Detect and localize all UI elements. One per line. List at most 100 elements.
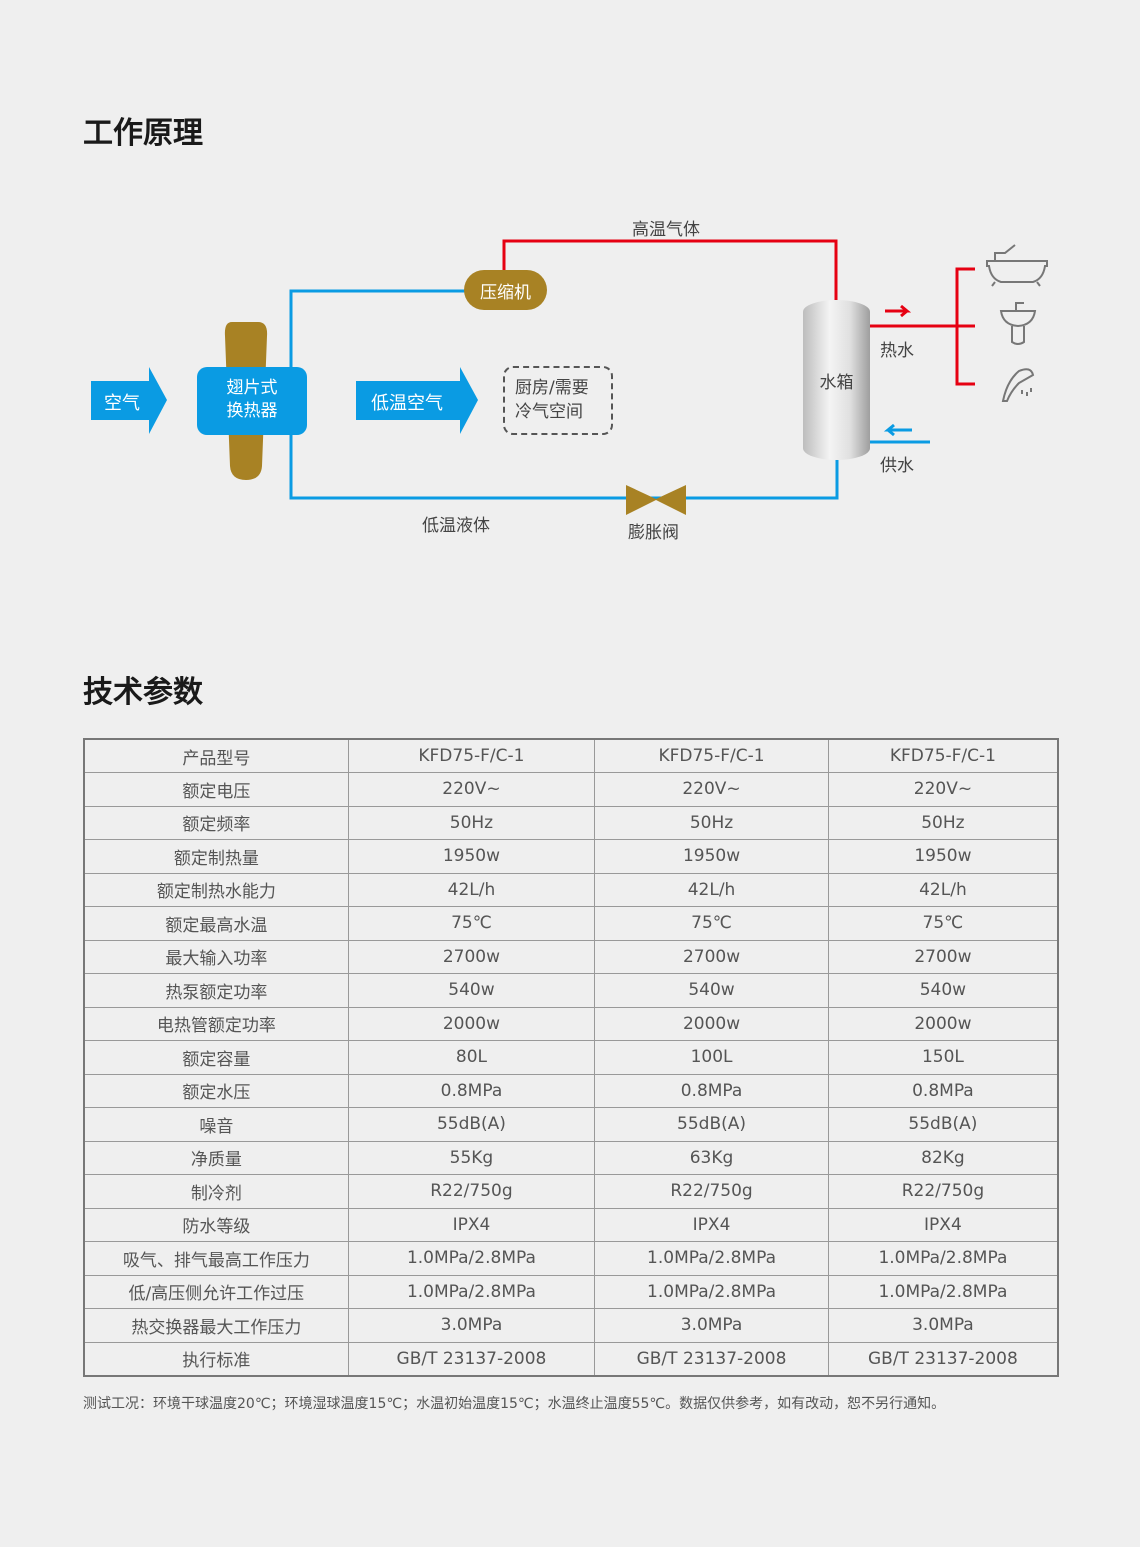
cell-value: 42L/h bbox=[594, 872, 829, 907]
cell-value: KFD75-F/C-1 bbox=[594, 738, 829, 773]
cell-value: 42L/h bbox=[827, 872, 1059, 907]
cell-value: KFD75-F/C-1 bbox=[827, 738, 1059, 773]
cell-value: 0.8MPa bbox=[347, 1073, 596, 1108]
cell-value: R22/750g bbox=[347, 1174, 596, 1209]
cell-value: 3.0MPa bbox=[827, 1308, 1059, 1343]
expansion-valve-label: 膨胀阀 bbox=[628, 523, 679, 543]
cell-value: 1.0MPa/2.8MPa bbox=[347, 1274, 596, 1309]
cell-value: 55dB(A) bbox=[594, 1107, 829, 1142]
cell-value: 540w bbox=[827, 973, 1059, 1008]
row-label: 噪音 bbox=[83, 1107, 349, 1142]
cell-value: 540w bbox=[594, 973, 829, 1008]
cell-value: 540w bbox=[347, 973, 596, 1008]
cell-value: KFD75-F/C-1 bbox=[347, 738, 596, 773]
cell-value: 1950w bbox=[594, 839, 829, 874]
row-label: 额定制热量 bbox=[83, 839, 349, 874]
cell-value: 50Hz bbox=[827, 805, 1059, 840]
cell-value: IPX4 bbox=[594, 1207, 829, 1242]
low-temp-air-arrow bbox=[356, 367, 478, 434]
row-label: 防水等级 bbox=[83, 1207, 349, 1242]
water-tank: 水箱 bbox=[803, 300, 870, 460]
cell-value: 220V~ bbox=[594, 772, 829, 807]
cell-value: 220V~ bbox=[347, 772, 596, 807]
cell-value: 1.0MPa/2.8MPa bbox=[827, 1274, 1059, 1309]
cell-value: 1.0MPa/2.8MPa bbox=[594, 1241, 829, 1276]
cell-value: 2700w bbox=[594, 939, 829, 974]
cell-value: 0.8MPa bbox=[594, 1073, 829, 1108]
row-label: 额定最高水温 bbox=[83, 906, 349, 941]
cell-value: 100L bbox=[594, 1040, 829, 1075]
washbasin-icon bbox=[999, 302, 1037, 345]
cell-value: IPX4 bbox=[347, 1207, 596, 1242]
cell-value: IPX4 bbox=[827, 1207, 1059, 1242]
cell-value: 42L/h bbox=[347, 872, 596, 907]
shower-icon bbox=[1001, 368, 1035, 402]
red-pipes bbox=[502, 239, 975, 386]
row-label: 低/高压侧允许工作过压 bbox=[83, 1274, 349, 1309]
expansion-valve-icon bbox=[626, 485, 686, 515]
row-label: 额定制热水能力 bbox=[83, 872, 349, 907]
section-title-specs: 技术参数 bbox=[83, 675, 203, 710]
cell-value: 55dB(A) bbox=[827, 1107, 1059, 1142]
heat-exchanger: 翅片式 换热器 bbox=[197, 367, 307, 435]
space-line1: 厨房/需要 bbox=[515, 378, 589, 398]
cell-value: 150L bbox=[827, 1040, 1059, 1075]
supply-water-label: 供水 bbox=[880, 456, 914, 476]
cell-value: 1950w bbox=[827, 839, 1059, 874]
cell-value: 63Kg bbox=[594, 1140, 829, 1175]
cell-value: GB/T 23137-2008 bbox=[594, 1341, 829, 1376]
cooling-space-box: 厨房/需要 冷气空间 bbox=[503, 366, 613, 435]
cell-value: 50Hz bbox=[594, 805, 829, 840]
water-tank-label: 水箱 bbox=[819, 372, 854, 393]
low-temp-air-label: 低温空气 bbox=[371, 393, 443, 414]
cell-value: 1.0MPa/2.8MPa bbox=[827, 1241, 1059, 1276]
cell-value: GB/T 23137-2008 bbox=[827, 1341, 1059, 1376]
row-label: 额定水压 bbox=[83, 1073, 349, 1108]
cell-value: R22/750g bbox=[827, 1174, 1059, 1209]
row-label: 电热管额定功率 bbox=[83, 1006, 349, 1041]
cell-value: GB/T 23137-2008 bbox=[347, 1341, 596, 1376]
row-label: 产品型号 bbox=[83, 738, 349, 773]
cell-value: 80L bbox=[347, 1040, 596, 1075]
cell-value: 1.0MPa/2.8MPa bbox=[347, 1241, 596, 1276]
row-label: 最大输入功率 bbox=[83, 939, 349, 974]
row-label: 额定电压 bbox=[83, 772, 349, 807]
cell-value: 2000w bbox=[594, 1006, 829, 1041]
compressor: 压缩机 bbox=[464, 270, 547, 310]
row-label: 热交换器最大工作压力 bbox=[83, 1308, 349, 1343]
row-label: 吸气、排气最高工作压力 bbox=[83, 1241, 349, 1276]
row-label: 净质量 bbox=[83, 1140, 349, 1175]
supply-water-arrow-icon bbox=[883, 423, 912, 437]
cell-value: 2700w bbox=[347, 939, 596, 974]
cell-value: 1.0MPa/2.8MPa bbox=[594, 1274, 829, 1309]
cell-value: 2000w bbox=[347, 1006, 596, 1041]
row-label: 额定容量 bbox=[83, 1040, 349, 1075]
high-temp-gas-label: 高温气体 bbox=[632, 220, 700, 240]
cell-value: 82Kg bbox=[827, 1140, 1059, 1175]
cell-value: 55Kg bbox=[347, 1140, 596, 1175]
diagram-lines bbox=[91, 239, 1048, 515]
cell-value: 2000w bbox=[827, 1006, 1059, 1041]
low-temp-liquid-label: 低温液体 bbox=[422, 516, 490, 536]
blue-pipes bbox=[289, 289, 930, 500]
